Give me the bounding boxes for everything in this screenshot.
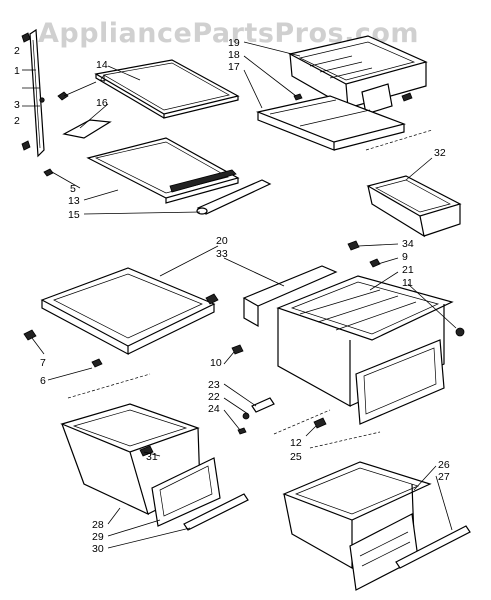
callout-c13: 28 29 30	[92, 519, 104, 555]
callout-label: 2	[14, 45, 20, 57]
callout-label: 30	[92, 543, 104, 555]
callout-c11: 12 25	[290, 437, 302, 463]
callout-label: 2	[14, 115, 20, 127]
callout-label: 20	[216, 235, 228, 247]
callout-label: 7	[40, 357, 46, 369]
vegetable-drawer	[282, 461, 471, 591]
callout-label: 25	[290, 451, 302, 463]
crisper-cover	[242, 240, 381, 328]
callout-c3: 16	[96, 97, 108, 109]
callout-label: 32	[434, 147, 446, 159]
callout-c6: 32	[434, 147, 446, 159]
callout-label: 9	[402, 251, 408, 263]
utility-bin	[366, 175, 462, 238]
callout-label: 3	[14, 99, 20, 111]
callout-c9: 7 6	[40, 357, 46, 387]
callout-c12: 31	[146, 451, 158, 463]
callout-label: 22	[208, 391, 220, 403]
callout-label: 18	[228, 49, 240, 61]
callout-c7: 20 33	[216, 235, 228, 260]
callout-label: 11	[402, 277, 413, 289]
callout-label: 14	[96, 59, 108, 71]
callout-c1: 2 1 3 2	[14, 45, 20, 127]
shelf-frame	[43, 119, 240, 204]
callout-c14: 26 27	[438, 459, 450, 483]
callout-label: 19	[228, 37, 240, 49]
callout-c8: 34 9 21 11	[402, 238, 414, 289]
glass-shelf-upper	[57, 59, 240, 119]
glass-shelf-lower	[23, 267, 219, 368]
callout-label: 33	[216, 248, 228, 260]
callout-label: 15	[68, 209, 80, 221]
callout-label: 28	[92, 519, 104, 531]
drawer-slide-cover	[255, 93, 406, 151]
callout-label: 21	[402, 264, 414, 276]
callout-label: 4	[100, 73, 106, 85]
callout-label: 13	[68, 195, 80, 207]
drawer-slide-parts	[231, 344, 327, 435]
callout-label: 5	[70, 183, 76, 195]
deli-drawer	[288, 35, 428, 115]
callout-c2: 14 4	[96, 59, 108, 85]
callout-label: 34	[402, 238, 414, 250]
shelf-trim	[196, 179, 272, 215]
assembly-guides	[67, 129, 433, 449]
leader-lines	[22, 41, 457, 549]
callout-label: 10	[210, 357, 222, 369]
callout-label: 6	[40, 375, 46, 387]
callout-label: 12	[290, 437, 302, 449]
callout-label: 31	[146, 451, 158, 463]
callout-label: 29	[92, 531, 104, 543]
callout-label: 26	[438, 459, 450, 471]
callout-c10: 10 23 22 24	[208, 357, 222, 415]
callout-label: 17	[228, 61, 240, 73]
callout-c4: 5 13 15	[68, 183, 80, 221]
callout-c5: 19 18 17	[228, 37, 240, 73]
meat-drawer	[60, 403, 249, 531]
callout-label: 27	[438, 471, 450, 483]
crisper-drawer-large	[276, 275, 465, 425]
callout-label: 1	[14, 65, 20, 77]
callout-label: 16	[96, 97, 108, 109]
shelf-rail	[21, 28, 45, 158]
callout-label: 24	[208, 403, 220, 415]
callout-label: 23	[208, 379, 220, 391]
